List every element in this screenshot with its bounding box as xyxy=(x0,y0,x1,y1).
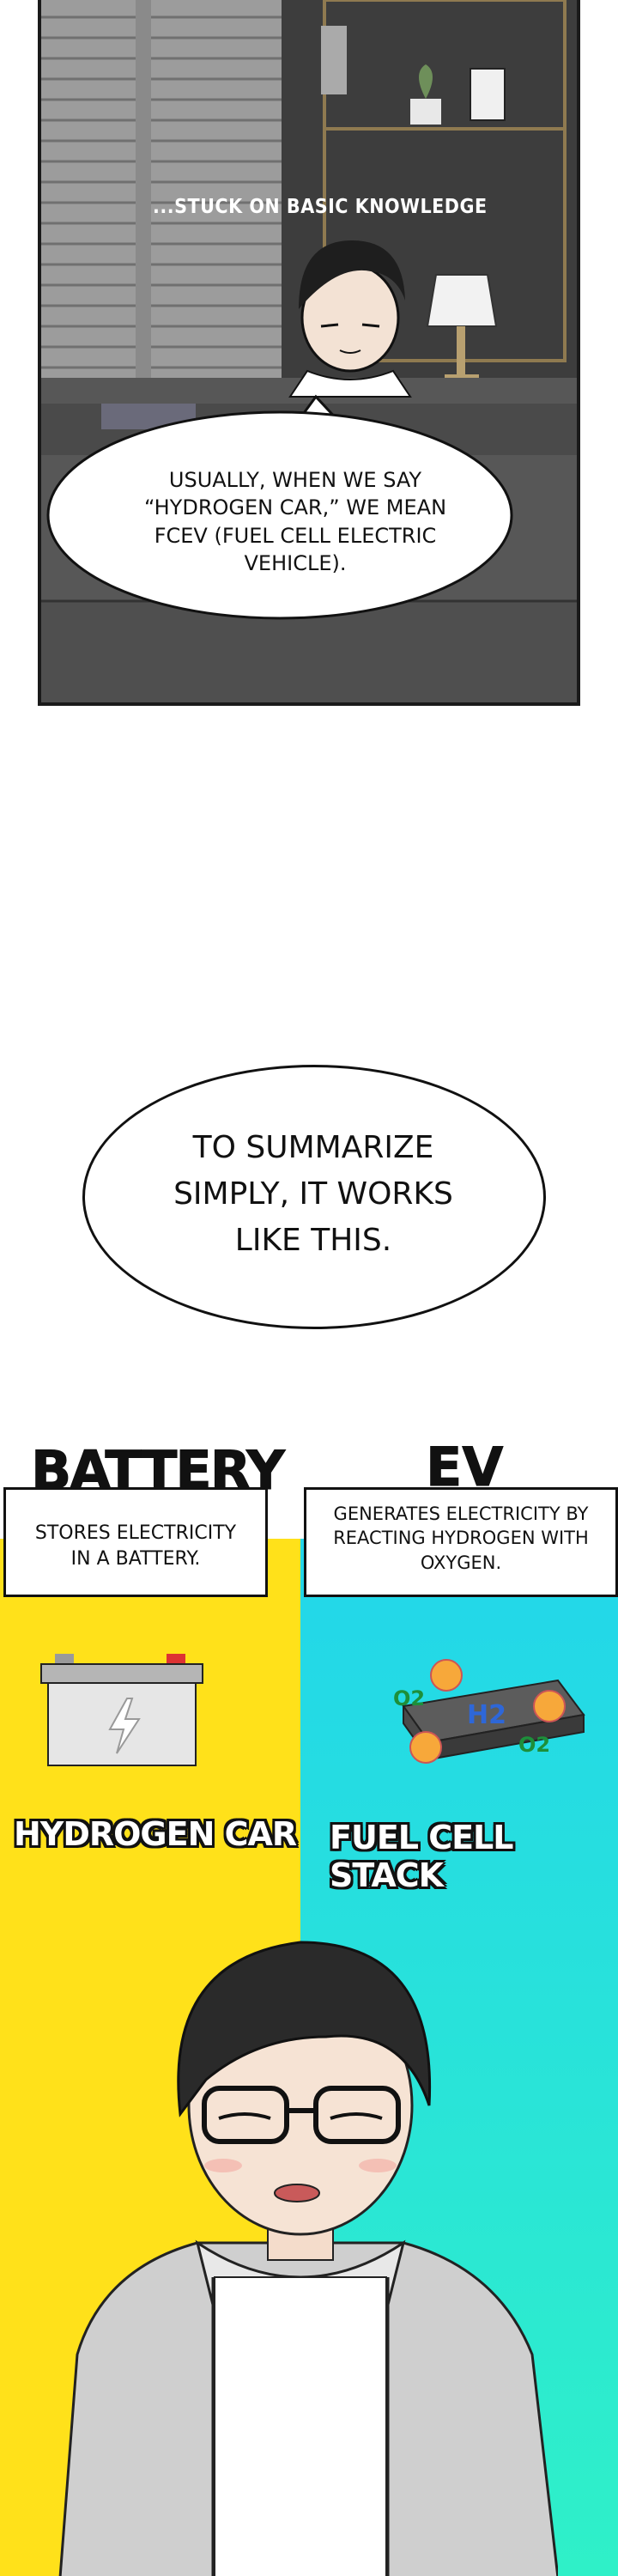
office-panel: ...STUCK ON BASIC KNOWLEDGE USUALLY, WHE… xyxy=(38,0,580,706)
plant-pot xyxy=(410,99,441,125)
battery-info-box: STORES ELECTRICITY IN A BATTERY. xyxy=(3,1487,268,1597)
h2-symbol: H2 xyxy=(467,1700,506,1730)
bookshelf xyxy=(323,0,566,362)
battery-icon xyxy=(40,1654,203,1766)
hydrogen-car-label: HYDROGEN CAR xyxy=(14,1815,297,1853)
window-blinds xyxy=(41,15,282,369)
speech-bubble-shape xyxy=(46,394,513,620)
glasses xyxy=(202,2086,401,2144)
battery-info-text: STORES ELECTRICITY IN A BATTERY. xyxy=(34,1522,237,1570)
fuel-cell-stack-icon xyxy=(402,1659,585,1764)
fuel-cell-stack-label: FUEL CELL STACK xyxy=(330,1819,514,1894)
caption-text: ...STUCK ON BASIC KNOWLEDGE xyxy=(153,196,488,218)
comparison-panel: BATTERY EV STORES ELECTRICITY IN A BATTE… xyxy=(0,1427,618,2576)
summary-speech-text: TO SUMMARIZE SIMPLY, IT WORKS LIKE THIS. xyxy=(173,1130,453,1258)
o2-symbol-right: O2 xyxy=(518,1733,551,1757)
speech-bubble-text: USUALLY, WHEN WE SAY “HYDROGEN CAR,” WE … xyxy=(143,468,447,576)
character-with-glasses-illustration xyxy=(58,1941,558,2576)
ev-info-text: GENERATES ELECTRICITY BY REACTING HYDROG… xyxy=(333,1504,589,1573)
ev-info-box: GENERATES ELECTRICITY BY REACTING HYDROG… xyxy=(304,1487,618,1597)
summary-speech-bubble xyxy=(82,1065,546,1329)
character-head-illustration xyxy=(288,240,412,398)
o2-symbol-left: O2 xyxy=(393,1686,426,1710)
